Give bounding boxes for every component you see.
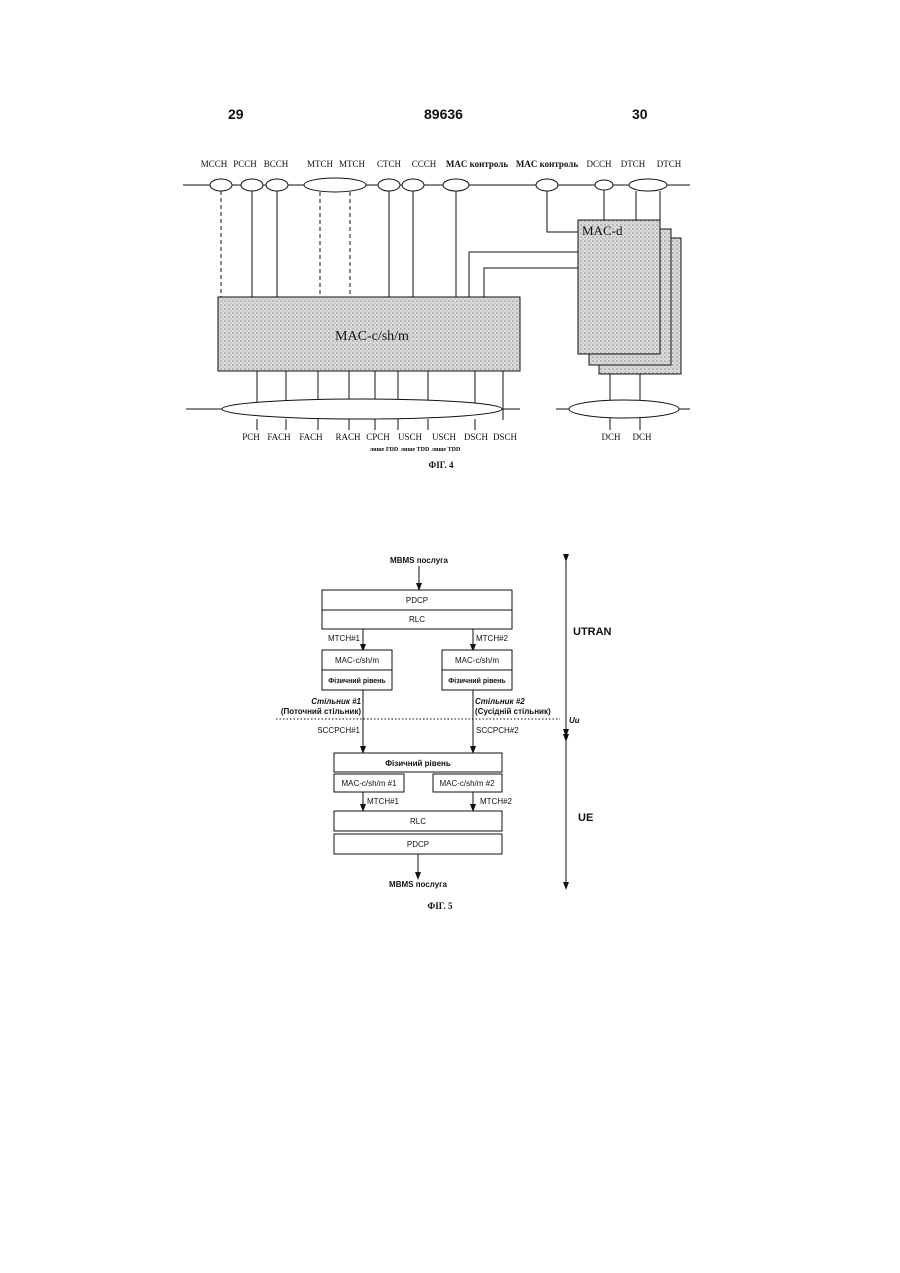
mac-label-ue1: MAC-c/sh/m #1 (341, 779, 397, 788)
transport-channel-ellipse-left (222, 399, 502, 419)
pdcp-label-utran: PDCP (406, 596, 428, 605)
mac-csh-label: MAC-c/sh/m (335, 329, 409, 344)
transport-label-fach-1: FACH (267, 432, 291, 442)
figure-4: MCCH PCCH BCCH MTCH MTCH CTCH CCCH MAC к… (183, 159, 690, 470)
channel-label-mac-control-1: MAC контроль (446, 159, 508, 169)
figure-5: MBMS послуга PDCP RLC MTCH#1 MTCH#2 MAC-… (276, 556, 612, 911)
channel-label-bcch: BCCH (264, 159, 289, 169)
channel-label-ccch: CCCH (412, 159, 437, 169)
transport-label-usch-2: USCH (432, 432, 457, 442)
channel-label-dtch-2: DTCH (657, 159, 682, 169)
cell2-subtitle: (Сусідній стільник) (475, 707, 551, 716)
mac-d-label: MAC-d (582, 223, 623, 238)
mac-label-cell2: MAC-c/sh/m (455, 656, 499, 665)
channel-label-pcch: PCCH (233, 159, 257, 169)
uu-label: Uu (569, 716, 580, 725)
sccpch1-label: SCCPCH#1 (317, 726, 360, 735)
mtch2-label-utran: MTCH#2 (476, 634, 509, 643)
channel-label-mcch: MCCH (201, 159, 228, 169)
cell1-subtitle: (Поточний стільник) (281, 707, 361, 716)
cell1-title: Стільник #1 (311, 697, 361, 706)
ue-label: UE (578, 812, 593, 824)
mtch1-label-ue: MTCH#1 (367, 797, 400, 806)
transport-label-dch-1: DCH (601, 432, 621, 442)
phy-label-cell2: Фізичний рівень (448, 677, 506, 685)
sccpch2-label: SCCPCH#2 (476, 726, 519, 735)
utran-label: UTRAN (573, 626, 612, 638)
pdcp-label-ue: PDCP (407, 840, 429, 849)
rlc-label-utran: RLC (409, 615, 425, 624)
cell2-title: Стільник #2 (475, 697, 525, 706)
mbms-service-output-label: MBMS послуга (389, 880, 447, 889)
mbms-service-input-label: MBMS послуга (390, 556, 448, 565)
transport-label-rach: RACH (335, 432, 361, 442)
channel-label-mac-control-2: MAC контроль (516, 159, 578, 169)
channel-label-dtch-1: DTCH (621, 159, 646, 169)
transport-label-dsch-2: DSCH (493, 432, 518, 442)
transport-channel-ellipse-right (569, 400, 679, 418)
mac-label-cell1: MAC-c/sh/m (335, 656, 379, 665)
phy-label-ue: Фізичний рівень (385, 759, 451, 768)
transport-label-usch-1: USCH (398, 432, 423, 442)
mac-d-block (578, 220, 660, 354)
figure-5-caption: ФІГ. 5 (428, 901, 453, 911)
transport-label-dsch-1: DSCH (464, 432, 489, 442)
channel-label-dcch: DCCH (586, 159, 612, 169)
mtch2-label-ue: MTCH#2 (480, 797, 513, 806)
mode-note-fdd: лише FDD (370, 447, 399, 453)
transport-label-pch: PCH (242, 432, 260, 442)
mode-note-tdd-1: лише TDD (401, 447, 430, 453)
channel-label-ctch: CTCH (377, 159, 402, 169)
mode-note-tdd-2: лише TDD (432, 447, 461, 453)
transport-label-cpch: CPCH (366, 432, 390, 442)
channel-label-mtch-2: MTCH (339, 159, 366, 169)
mtch1-label-utran: MTCH#1 (328, 634, 361, 643)
phy-label-cell1: Фізичний рівень (328, 677, 386, 685)
rlc-label-ue: RLC (410, 817, 426, 826)
figure-4-caption: ФІГ. 4 (429, 460, 454, 470)
channel-label-mtch-1: MTCH (307, 159, 334, 169)
mac-label-ue2: MAC-c/sh/m #2 (439, 779, 495, 788)
transport-label-dch-2: DCH (632, 432, 652, 442)
transport-label-fach-2: FACH (299, 432, 323, 442)
